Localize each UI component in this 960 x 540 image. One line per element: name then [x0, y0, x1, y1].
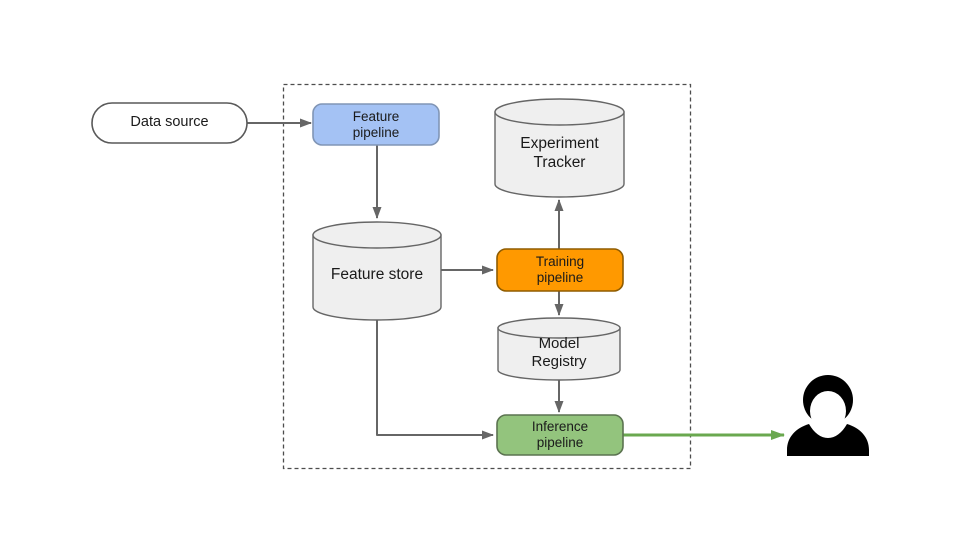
feature-pipeline-shape	[312, 103, 440, 146]
user-person-icon	[787, 375, 869, 456]
pipeline-boundary-box	[282, 83, 692, 470]
feature-store-shape	[312, 221, 442, 321]
model-registry-shape	[497, 317, 621, 381]
data-source-shape	[91, 102, 248, 144]
training-pipeline-shape	[496, 248, 624, 292]
experiment-tracker-shape	[494, 98, 625, 198]
inference-pipeline-shape	[496, 414, 624, 456]
edge-featurestore-to-inferencepipeline	[376, 320, 494, 440]
